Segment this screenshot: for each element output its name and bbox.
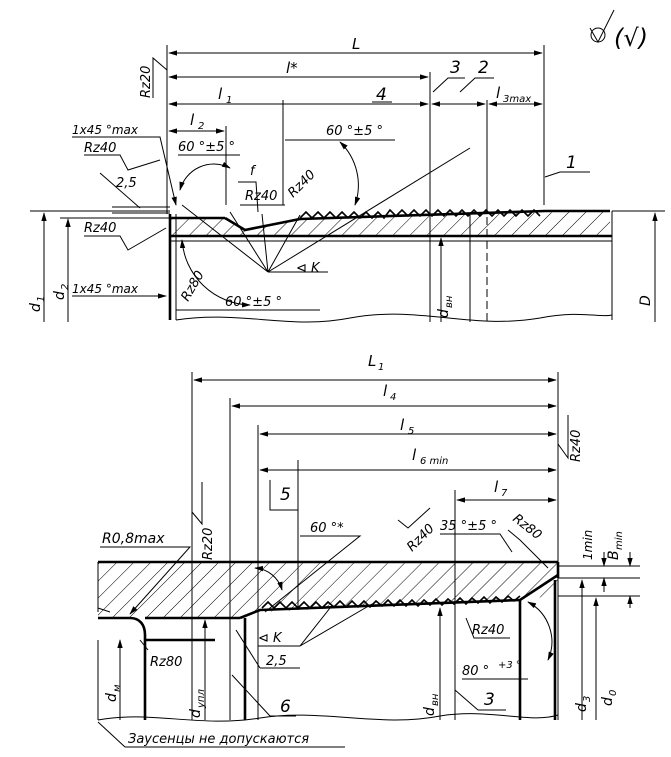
svg-text:вн: вн bbox=[444, 295, 455, 308]
callout-3: 3 bbox=[450, 58, 461, 78]
svg-text:1: 1 bbox=[378, 362, 384, 373]
dim-d-vn-top: d bbox=[436, 309, 452, 318]
dim-L: L bbox=[352, 35, 360, 53]
dim-l3: l bbox=[496, 84, 501, 102]
angle-80: 80 ° bbox=[462, 664, 489, 679]
svg-text:2: 2 bbox=[198, 121, 204, 132]
rz40-note-d: Rz40 bbox=[84, 221, 116, 236]
dim-Bmin: B bbox=[606, 550, 622, 560]
break-line-bottom bbox=[97, 713, 559, 722]
svg-text:2: 2 bbox=[60, 284, 71, 290]
callout-3-bottom: 3 bbox=[484, 690, 495, 710]
dim-l-star: l* bbox=[286, 59, 298, 77]
rz40-note-b: Rz40 bbox=[245, 189, 277, 204]
chamfer-bottom-note: 1x45 °max bbox=[72, 282, 139, 296]
dim-l5: l bbox=[400, 416, 405, 434]
rz80-note-a: Rz80 bbox=[510, 511, 545, 543]
callout-6: 6 bbox=[280, 697, 291, 717]
angle-60-b: 60 °±5 ° bbox=[326, 124, 383, 139]
svg-text:7: 7 bbox=[501, 488, 508, 499]
rz40-note-a: Rz40 bbox=[84, 141, 116, 156]
angle-60-a: 60 °±5 ° bbox=[178, 140, 235, 155]
val-2-5: 2,5 bbox=[116, 176, 137, 191]
taper-k-bottom: ⊲ K bbox=[258, 631, 283, 646]
rz40-note-b-bottom: Rz40 bbox=[472, 623, 504, 638]
r08-note: R0,8max bbox=[102, 531, 165, 547]
angle-60-star: 60 °* bbox=[310, 521, 344, 536]
dim-l4: l bbox=[383, 382, 388, 400]
callout-4: 4 bbox=[376, 85, 387, 105]
chamfer-top-note: 1x45 °max bbox=[72, 123, 139, 137]
dim-D: D bbox=[638, 295, 654, 306]
svg-text:5: 5 bbox=[408, 426, 414, 437]
coupling-thread-profile bbox=[261, 594, 521, 610]
dim-d3: d bbox=[574, 703, 590, 712]
svg-text:3: 3 bbox=[582, 696, 593, 702]
dim-d-upl: d bbox=[188, 709, 204, 718]
val-2-5-bottom: 2,5 bbox=[266, 654, 287, 669]
rz80-note-b: Rz80 bbox=[150, 655, 182, 670]
taper-k: ⊲ K bbox=[296, 261, 321, 276]
burr-note: Заусенцы не допускаются bbox=[128, 732, 309, 747]
pipe-wall-hatch bbox=[170, 211, 610, 236]
svg-text:4: 4 bbox=[390, 392, 396, 403]
break-line bbox=[175, 313, 613, 323]
svg-text:вн: вн bbox=[430, 693, 441, 706]
top-view: (√) L l* l 1 l 2 bbox=[28, 9, 665, 323]
svg-text:упл: упл bbox=[196, 689, 207, 709]
rz20-note-bottom: Rz20 bbox=[201, 528, 216, 560]
svg-text:1: 1 bbox=[36, 296, 47, 302]
roughness-symbol: (√) bbox=[589, 9, 648, 52]
dim-d1: d bbox=[28, 303, 44, 312]
svg-text:min: min bbox=[614, 531, 625, 550]
dim-1min: 1min bbox=[581, 530, 595, 560]
svg-text:6 min: 6 min bbox=[420, 456, 448, 467]
rz20-note: Rz20 bbox=[139, 66, 154, 98]
dim-l1: l bbox=[218, 85, 223, 103]
angle-35: 35 °±5 ° bbox=[440, 519, 497, 534]
callout-2: 2 bbox=[478, 58, 489, 78]
svg-text:3max: 3max bbox=[503, 94, 531, 105]
callout-5: 5 bbox=[280, 485, 291, 505]
callout-1: 1 bbox=[566, 153, 577, 173]
angle-80-tol: +3 ° bbox=[498, 660, 521, 671]
dim-d2: d bbox=[52, 291, 68, 300]
dim-l7: l bbox=[494, 478, 499, 496]
dim-dm: d bbox=[104, 693, 120, 702]
dim-L1: L bbox=[368, 352, 376, 370]
dim-d0: d bbox=[600, 697, 616, 706]
coupling-inner-edge bbox=[98, 616, 147, 720]
f-label: f bbox=[250, 164, 257, 179]
dim-l2: l bbox=[190, 111, 195, 129]
roughness-text: (√) bbox=[614, 24, 648, 52]
svg-text:1: 1 bbox=[226, 95, 232, 106]
coupling-wall-hatch bbox=[98, 562, 558, 618]
svg-text:0: 0 bbox=[608, 690, 619, 696]
svg-text:м: м bbox=[112, 684, 123, 692]
bottom-view: L 1 l 4 l 5 l 6 min l 7 Rz40 5 Rz20 R0,8… bbox=[97, 352, 640, 748]
dim-l6: l bbox=[412, 446, 417, 464]
rz40-top-note: Rz40 bbox=[569, 430, 584, 462]
rz40-note-c: Rz40 bbox=[285, 167, 319, 201]
dim-d-vn-bottom: d bbox=[422, 707, 438, 716]
thread-profile bbox=[299, 208, 541, 220]
